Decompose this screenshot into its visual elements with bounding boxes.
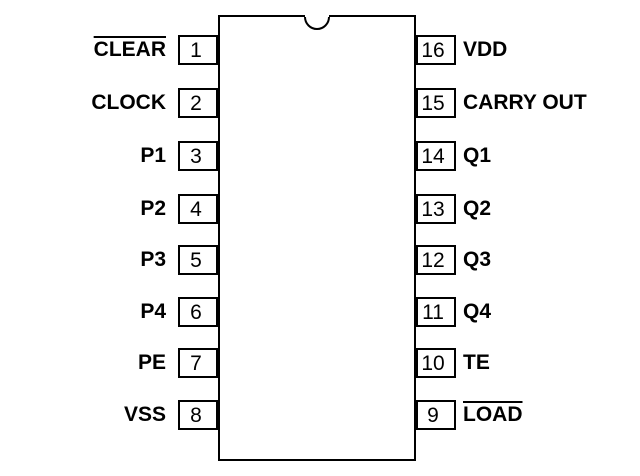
pin-label-te: TE bbox=[463, 351, 490, 374]
pin-label-clear: CLEAR bbox=[93, 38, 166, 61]
pin-number: 10 bbox=[421, 352, 445, 375]
pin-number: 16 bbox=[421, 39, 445, 62]
pin1-notch-icon bbox=[304, 15, 330, 31]
pin-1: 1 bbox=[178, 35, 218, 65]
pin-number: 13 bbox=[421, 198, 445, 221]
pin-6: 6 bbox=[178, 297, 218, 327]
chip-body bbox=[218, 15, 416, 461]
pin-15: 15 bbox=[416, 88, 456, 118]
pin-4: 4 bbox=[178, 194, 218, 224]
pin-label-carry-out: CARRY OUT bbox=[463, 91, 587, 114]
pin-label-p4: P4 bbox=[140, 300, 166, 323]
pin-label-vdd: VDD bbox=[463, 38, 508, 61]
pin-number: 1 bbox=[190, 39, 202, 62]
pin-number: 8 bbox=[190, 404, 202, 427]
pin-label-q4: Q4 bbox=[463, 300, 492, 323]
pin-label-clock: CLOCK bbox=[91, 91, 166, 114]
pin-number: 4 bbox=[190, 198, 202, 221]
pin-label-q2: Q2 bbox=[463, 197, 492, 220]
pin-label-q1: Q1 bbox=[463, 144, 492, 167]
pin-2: 2 bbox=[178, 88, 218, 118]
pin-number: 9 bbox=[427, 404, 439, 427]
pin-label-q3: Q3 bbox=[463, 248, 492, 271]
pin-label-vss: VSS bbox=[123, 403, 166, 426]
pin-3: 3 bbox=[178, 141, 218, 171]
pin-12: 12 bbox=[416, 245, 456, 275]
pin-7: 7 bbox=[178, 348, 218, 378]
pin-10: 10 bbox=[416, 348, 456, 378]
pin-number: 2 bbox=[190, 92, 202, 115]
pin-label-load: LOAD bbox=[463, 403, 523, 426]
pin-8: 8 bbox=[178, 400, 218, 430]
pin-number: 15 bbox=[421, 92, 445, 115]
pin-11: 11 bbox=[416, 297, 456, 327]
pin-14: 14 bbox=[416, 141, 456, 171]
pin-number: 11 bbox=[422, 301, 444, 324]
pin-9: 9 bbox=[416, 400, 456, 430]
pin-number: 12 bbox=[421, 249, 445, 272]
pin-number: 3 bbox=[190, 145, 202, 168]
pin-16: 16 bbox=[416, 35, 456, 65]
pin-number: 6 bbox=[190, 301, 202, 324]
pin-label-p1: P1 bbox=[140, 144, 166, 167]
pin-number: 5 bbox=[190, 249, 202, 272]
pin-number: 14 bbox=[421, 145, 445, 168]
pin-number: 7 bbox=[190, 352, 202, 375]
pin-label-pe: PE bbox=[137, 351, 166, 374]
pin-label-p2: P2 bbox=[140, 197, 166, 220]
pin-5: 5 bbox=[178, 245, 218, 275]
pin-label-p3: P3 bbox=[140, 248, 166, 271]
pin-13: 13 bbox=[416, 194, 456, 224]
